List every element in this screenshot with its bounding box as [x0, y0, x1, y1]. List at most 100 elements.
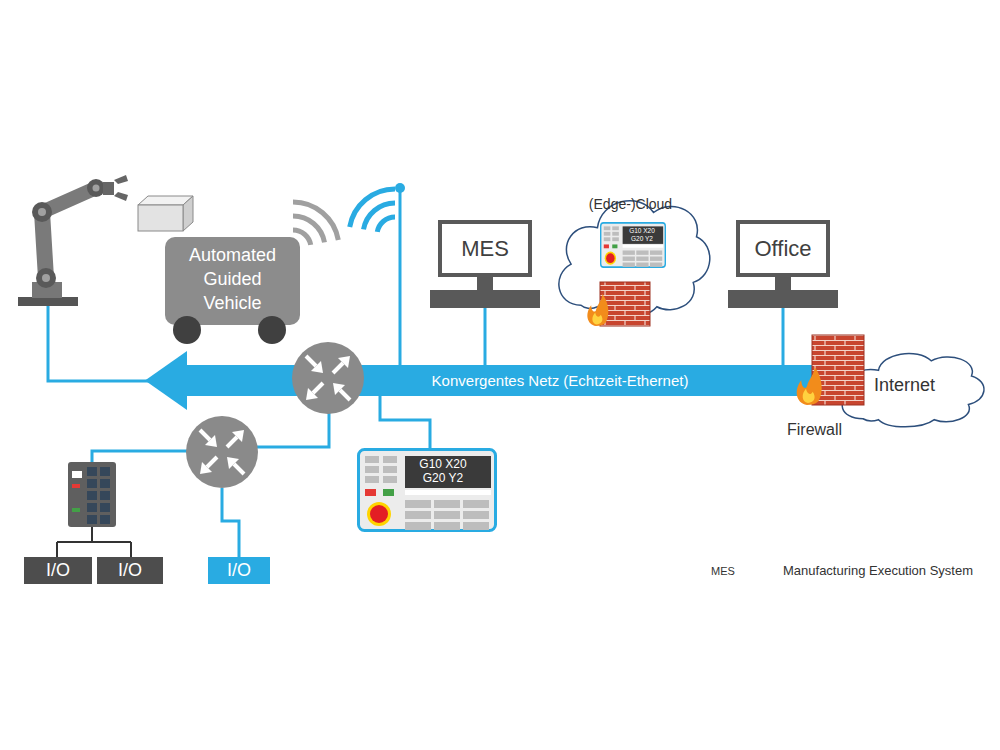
office-monitor: Office	[728, 220, 838, 308]
robot-arm	[18, 175, 128, 306]
panel-key	[405, 522, 431, 530]
panel-bar	[405, 490, 491, 495]
panel-led	[612, 244, 617, 248]
panel-key	[650, 250, 662, 254]
firewall-wall	[812, 335, 864, 405]
panel-key	[463, 500, 489, 508]
panel-button	[365, 456, 379, 463]
box-front-face	[138, 205, 183, 231]
firewall-symbol	[797, 335, 864, 405]
radio-wave	[293, 202, 338, 240]
panel-button	[365, 466, 379, 473]
robot-wrist	[103, 182, 114, 195]
abbreviation-expansion: Manufacturing Execution System	[783, 563, 973, 578]
abbreviation: MES	[711, 565, 735, 577]
panel-button	[383, 476, 397, 483]
node-text: MES	[440, 222, 530, 275]
emergency-stop-ring	[367, 502, 391, 526]
node-text: G10 X20 G20 Y2	[413, 457, 473, 485]
robot-wire	[48, 306, 150, 381]
network-arrow-head	[145, 351, 187, 410]
module-terminals	[87, 467, 110, 524]
robot-base-plate	[18, 297, 78, 306]
panel-button	[365, 476, 379, 483]
switch-arrows	[200, 430, 244, 474]
module-terminal	[87, 467, 97, 476]
firewall-wall	[600, 282, 650, 326]
node-text: G10 X20 G20 Y2	[625, 227, 659, 242]
vehicle-wheel	[258, 316, 286, 344]
panel-button	[612, 226, 619, 230]
antenna-tip	[395, 183, 405, 193]
cloud-outline	[559, 201, 710, 318]
module-terminal	[87, 479, 97, 488]
panel-button	[612, 232, 619, 236]
panel-led	[383, 489, 394, 496]
node-outline	[430, 220, 540, 308]
node-text: Office	[738, 222, 828, 275]
monitor-screen	[738, 222, 828, 275]
monitor-base	[728, 290, 838, 308]
vehicle-waves	[293, 202, 338, 245]
network-connection	[380, 396, 430, 448]
radio-wave	[364, 203, 396, 229]
panel-button	[604, 232, 611, 236]
radio-wave	[293, 216, 325, 242]
emergency-stop-ring	[605, 252, 616, 265]
radio-wave	[377, 217, 395, 232]
robot-joint	[87, 179, 105, 197]
panel-key	[405, 500, 431, 508]
robot-joint-center	[38, 208, 46, 216]
panel-bar	[623, 245, 664, 248]
module-label	[72, 471, 82, 478]
node-text: Automated Guided Vehicle	[177, 243, 288, 315]
panel-key	[434, 522, 460, 530]
robot-gripper-claw	[114, 175, 128, 184]
panel-key	[405, 511, 431, 519]
monitor-screen	[440, 222, 530, 275]
monitor-stand	[477, 275, 493, 290]
firewall-symbol	[587, 282, 650, 326]
switch-body	[186, 416, 258, 488]
switch-body	[292, 342, 364, 414]
panel-key	[623, 250, 635, 254]
emergency-stop	[370, 505, 388, 523]
internet-cloud: Internet	[832, 338, 987, 433]
emergency-stop	[606, 253, 614, 263]
io-wire	[222, 488, 239, 557]
panel-led	[604, 244, 609, 248]
network-band: Konvergentes Netz (Echtzeit-Ethernet)	[185, 365, 840, 396]
mes-monitor: MES	[430, 220, 540, 308]
robot-lower-link	[42, 212, 46, 278]
module-terminal	[100, 479, 110, 488]
cnc-panel: G10 X20 G20 Y2	[357, 448, 497, 532]
panel-key	[636, 257, 648, 261]
robot-joint	[32, 202, 52, 222]
node-text: Internet	[842, 338, 967, 433]
module-terminal	[100, 467, 110, 476]
network-connection	[782, 308, 785, 365]
robot-joint	[36, 268, 56, 288]
robot-joint-center	[93, 185, 100, 192]
panel-key	[463, 511, 489, 519]
remote-io-wire	[92, 451, 187, 462]
panel-button	[612, 237, 619, 241]
switch-arrows	[306, 356, 350, 400]
panel-button	[604, 237, 611, 241]
module-body	[68, 462, 116, 527]
panel-display	[623, 226, 664, 244]
monitor-base	[430, 290, 540, 308]
module-led	[72, 508, 80, 512]
radio-wave	[350, 189, 395, 227]
firewall-label: Firewall	[787, 421, 842, 439]
io-box: I/O	[24, 557, 92, 584]
antenna-mast	[399, 190, 402, 366]
module-terminal	[100, 503, 110, 512]
panel-key	[434, 511, 460, 519]
box-top-face	[138, 196, 193, 205]
switch-wire	[256, 412, 329, 447]
panel-display	[405, 456, 491, 488]
box-side-face	[183, 196, 193, 231]
